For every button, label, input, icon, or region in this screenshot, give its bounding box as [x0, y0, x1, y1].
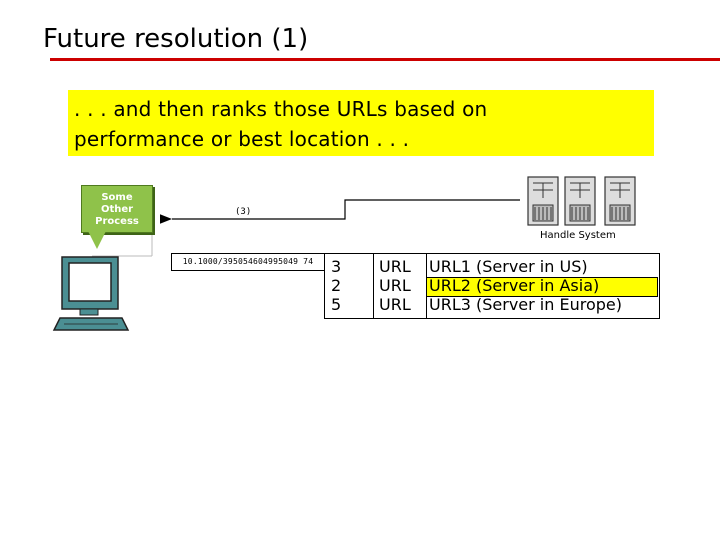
handle-identifier: 10.1000/395054604995049 74 — [171, 253, 325, 271]
return-arrow — [160, 199, 520, 224]
row-2-index: 2 — [331, 276, 342, 295]
index-column: 3 2 5 — [325, 254, 374, 318]
row-1-type: URL — [379, 257, 411, 276]
process-label-line2: Other — [100, 204, 134, 215]
data-column: URL1 (Server in US) URL2 (Server in Asia… — [427, 254, 659, 318]
row-2-data: URL2 (Server in Asia) — [429, 276, 600, 295]
row-1-data: URL1 (Server in US) — [429, 257, 588, 276]
server-icon-1 — [527, 176, 559, 226]
step-label: (3) — [235, 207, 252, 217]
title-underline — [50, 58, 720, 61]
type-column: URL URL URL — [374, 254, 427, 318]
callout-line-1: . . . and then ranks those URLs based on — [74, 97, 488, 121]
row-2-type: URL — [379, 276, 411, 295]
callout-line-2: performance or best location . . . — [74, 127, 410, 151]
monitor-icon — [52, 256, 130, 331]
explanation-callout: . . . and then ranks those URLs based on… — [68, 90, 654, 156]
server-icon-2 — [564, 176, 596, 226]
other-process-box: Some Other Process — [81, 185, 153, 233]
server-icon-3 — [604, 176, 636, 226]
handle-system-label: Handle System — [540, 230, 616, 241]
handle-values-table: 3 2 5 URL URL URL URL1 (Server in US) UR… — [324, 253, 660, 319]
process-label: Some Other Process — [82, 192, 152, 228]
row-3-index: 5 — [331, 295, 342, 314]
process-balloon-tail — [88, 231, 106, 249]
row-3-data: URL3 (Server in Europe) — [429, 295, 622, 314]
slide-title: Future resolution (1) — [43, 24, 309, 54]
row-3-type: URL — [379, 295, 411, 314]
process-label-line3: Process — [95, 216, 139, 227]
process-label-line1: Some — [101, 192, 133, 203]
row-1-index: 3 — [331, 257, 342, 276]
